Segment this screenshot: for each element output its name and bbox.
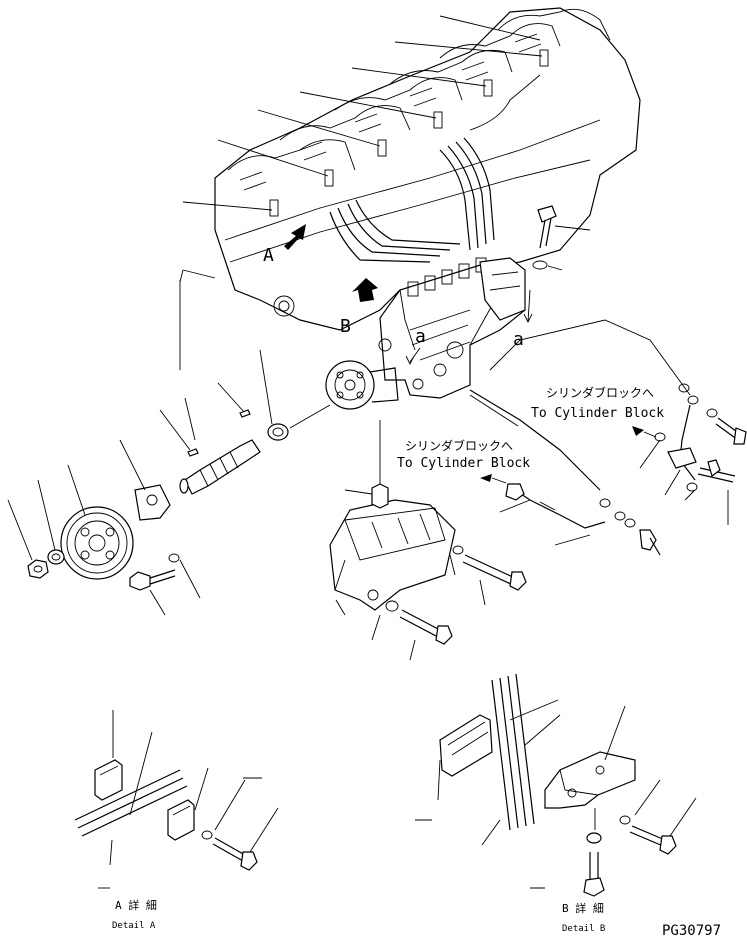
svg-text:To Cylinder Block: To Cylinder Block — [397, 456, 530, 471]
drive-shaft-assembly — [7, 349, 331, 616]
injection-pump: a a — [325, 257, 533, 410]
svg-text:a: a — [415, 326, 426, 347]
drawing-number: PG30797 — [662, 923, 721, 937]
detail-b: B 詳 細 Detail B — [415, 673, 697, 934]
detail-a: A 詳 細 Detail A — [74, 710, 279, 931]
svg-text:To Cylinder Block: To Cylinder Block — [531, 406, 664, 421]
svg-text:A: A — [263, 245, 274, 266]
detail-b-title-jp: B 詳 細 — [562, 901, 604, 915]
detail-b-title-en: Detail B — [562, 924, 605, 934]
svg-text:a: a — [513, 329, 524, 350]
direction-arrow-icon — [284, 224, 306, 250]
engine-block — [179, 7, 641, 370]
fuel-pipe-lower: シリンダブロックへ To Cylinder Block — [397, 389, 661, 556]
fuel-pipe-upper: シリンダブロックへ To Cylinder Block — [489, 319, 747, 525]
callout-a: A — [263, 224, 306, 266]
detail-a-title-en: Detail A — [112, 921, 156, 931]
callout-b: B — [340, 278, 378, 337]
detail-a-title-jp: A 詳 細 — [115, 898, 157, 912]
svg-text:B: B — [340, 316, 351, 337]
svg-text:シリンダブロックへ: シリンダブロックへ — [405, 438, 513, 453]
pump-bracket — [329, 420, 527, 661]
direction-arrow-icon — [352, 278, 378, 302]
svg-text:シリンダブロックへ: シリンダブロックへ — [546, 385, 654, 400]
pump-bolt — [532, 205, 591, 271]
